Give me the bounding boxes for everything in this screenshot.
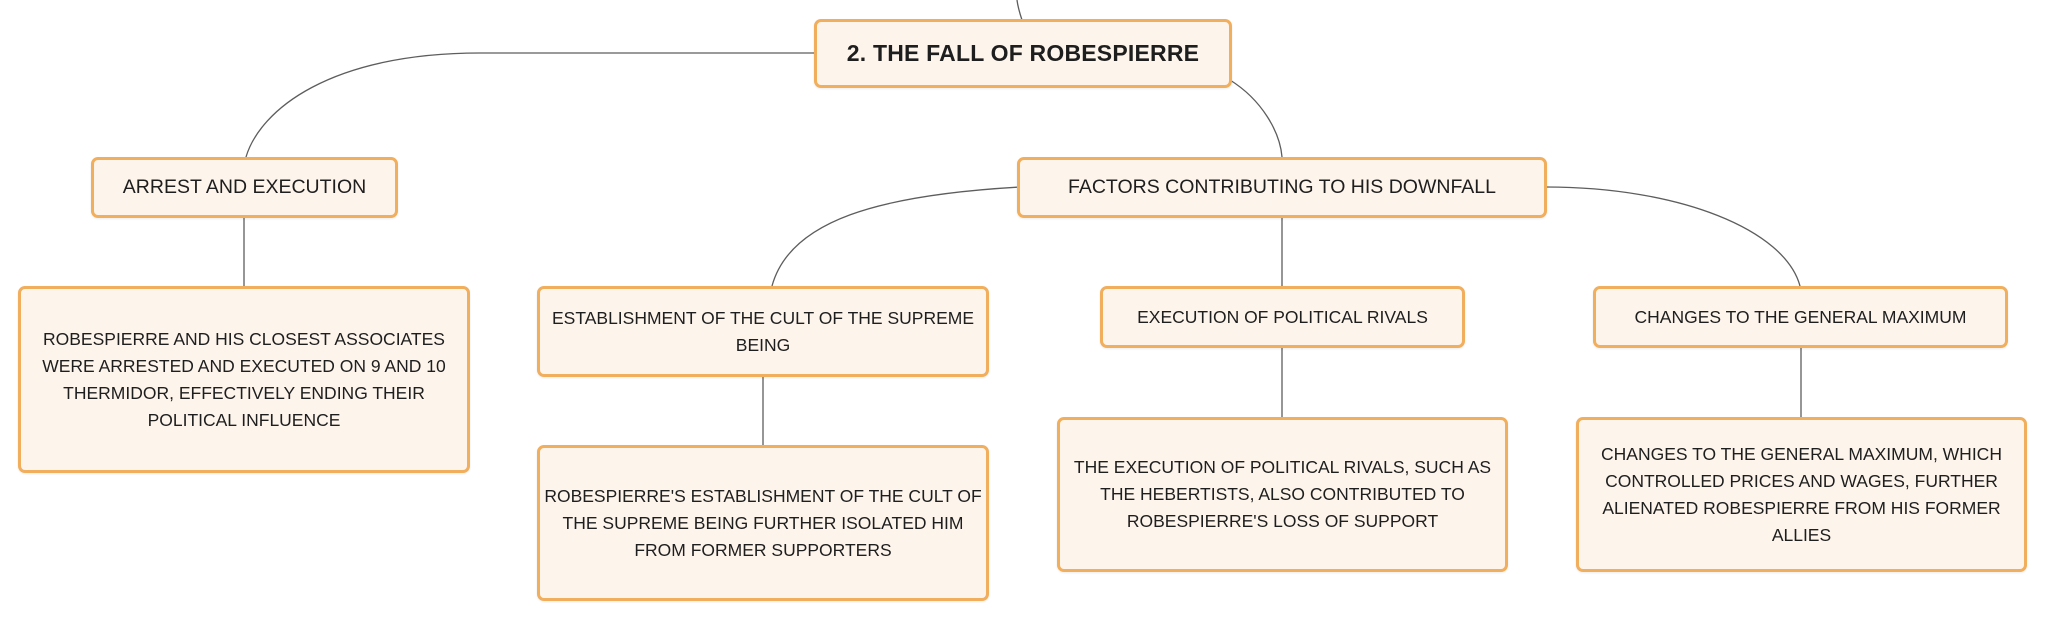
connector-root-to-factors (1229, 79, 1283, 158)
subtopic-execution-of-rivals[interactable]: EXECUTION OF POLITICAL RIVALS (1100, 286, 1465, 348)
root-topic[interactable]: 2. THE FALL OF ROBESPIERRE (814, 19, 1232, 88)
detail-execution-of-rivals[interactable]: THE EXECUTION OF POLITICAL RIVALS, SUCH … (1057, 417, 1508, 572)
topic-factors-contributing[interactable]: FACTORS CONTRIBUTING TO HIS DOWNFALL (1017, 157, 1547, 218)
detail-text: ROBESPIERRE AND HIS CLOSEST ASSOCIATES W… (42, 328, 446, 430)
detail-text: ROBESPIERRE'S ESTABLISHMENT OF THE CULT … (544, 485, 982, 560)
connector-factors-to-cult (771, 186, 1021, 287)
topic-label: ARREST AND EXECUTION (122, 176, 367, 198)
subtopic-label: CHANGES TO THE GENERAL MAXIMUM (1634, 306, 1967, 327)
detail-cult-of-supreme-being[interactable]: ROBESPIERRE'S ESTABLISHMENT OF THE CULT … (537, 445, 989, 601)
connector-root-to-arrest (245, 52, 815, 158)
detail-arrest-and-execution[interactable]: ROBESPIERRE AND HIS CLOSEST ASSOCIATES W… (18, 286, 470, 473)
detail-text: CHANGES TO THE GENERAL MAXIMUM, WHICH CO… (1601, 443, 2002, 545)
detail-general-maximum[interactable]: CHANGES TO THE GENERAL MAXIMUM, WHICH CO… (1576, 417, 2027, 572)
detail-text: THE EXECUTION OF POLITICAL RIVALS, SUCH … (1073, 457, 1492, 531)
root-topic-label: 2. THE FALL OF ROBESPIERRE (846, 40, 1200, 66)
subtopic-label: ESTABLISHMENT OF THE CULT OF THE SUPREME… (551, 307, 975, 355)
subtopic-label: EXECUTION OF POLITICAL RIVALS (1137, 306, 1428, 327)
subtopic-general-maximum[interactable]: CHANGES TO THE GENERAL MAXIMUM (1593, 286, 2008, 348)
subtopic-cult-of-supreme-being[interactable]: ESTABLISHMENT OF THE CULT OF THE SUPREME… (537, 286, 989, 377)
topic-label: FACTORS CONTRIBUTING TO HIS DOWNFALL (1068, 176, 1496, 198)
topic-arrest-and-execution[interactable]: ARREST AND EXECUTION (91, 157, 398, 218)
connector-factors-to-maximum (1545, 186, 1801, 287)
connector-parent-to-root (1016, 0, 1023, 21)
